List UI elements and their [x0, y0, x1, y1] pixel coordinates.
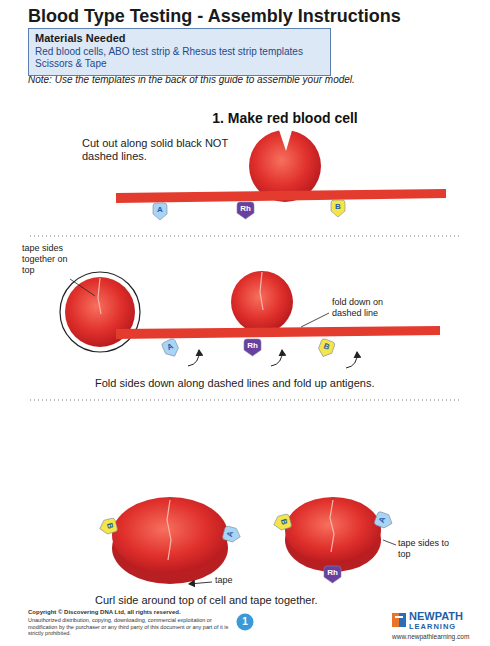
label-text: tape — [215, 575, 255, 586]
node-heading: Rh — [323, 566, 342, 578]
label-text: 1. Make red blood cell — [195, 110, 375, 127]
illustration-rect — [399, 613, 406, 627]
page-number-circle: 1 — [236, 613, 254, 631]
illustration-ellipse — [112, 497, 228, 573]
node-heading: 1 — [236, 613, 254, 631]
label-text: Curl side around top of cell and tape to… — [95, 594, 435, 607]
label-text: Unauthorized distribution, copying, down… — [28, 617, 233, 637]
antigen-tab: Rh — [243, 339, 262, 356]
illustration-polygon — [116, 326, 440, 339]
illustration-polygon — [278, 127, 293, 151]
node-heading: Rh — [236, 202, 255, 214]
illustration-path — [260, 272, 263, 310]
antigen-tab: Rh — [323, 566, 342, 583]
node-heading: B — [330, 200, 346, 212]
tab-outline — [222, 526, 242, 544]
label-text: NEWPATH — [409, 610, 479, 623]
antigen-tab: B — [316, 338, 337, 359]
illustration-circle — [60, 272, 140, 352]
node-heading: A — [152, 203, 168, 215]
antigen-tab: A — [152, 203, 168, 220]
illustration-line — [30, 400, 460, 401]
label-text: LEARNING — [409, 622, 479, 631]
label-text: www.newpathlearning.com — [392, 633, 482, 641]
illustration-rect — [392, 613, 399, 627]
illustration-path — [98, 278, 101, 314]
antigen-tab: Rh — [236, 202, 255, 219]
illustration-path — [167, 500, 171, 560]
illustration-path — [346, 352, 357, 368]
label-text: Note: Use the templates in the back of t… — [28, 74, 468, 86]
illustration-line — [189, 582, 212, 584]
illustration-line — [301, 313, 329, 327]
illustration-line — [383, 540, 396, 545]
tab-outline — [272, 514, 292, 532]
circle-outline — [237, 614, 254, 631]
label-text: Cut out along solid black NOT dashed lin… — [82, 137, 234, 163]
label-text: tape sides together on top — [22, 243, 76, 275]
label-text: tape sides to top — [398, 538, 458, 560]
tab-outline — [244, 339, 261, 356]
tab-outline — [331, 200, 345, 217]
illustration-path — [188, 350, 199, 366]
tab-outline — [161, 338, 181, 359]
illustration-path — [271, 350, 282, 366]
page-title: Blood Type Testing - Assembly Instructio… — [28, 6, 401, 28]
materials-box: Materials NeededRed blood cells, ABO tes… — [28, 28, 331, 76]
tab-outline — [317, 338, 336, 359]
tab-outline — [324, 566, 341, 583]
node-heading: Materials Needed — [35, 32, 324, 46]
tab-outline — [153, 203, 167, 220]
antigen-tab: B — [330, 200, 346, 217]
illustration-ellipse — [285, 497, 381, 563]
illustration-path — [330, 500, 334, 552]
label-text: fold down on dashed line — [332, 297, 410, 319]
node-heading: A — [373, 510, 390, 529]
tab-outline — [98, 518, 118, 536]
node-body: Red blood cells, ABO test strip & Rhesus… — [35, 46, 324, 71]
illustration-polygon — [116, 189, 446, 203]
antigen-tab: A — [160, 337, 182, 359]
tab-outline — [374, 511, 395, 530]
label-text: Fold sides down along dashed lines and f… — [95, 377, 435, 390]
tab-outline — [237, 202, 254, 219]
node-heading: B — [317, 338, 336, 355]
label-text: Copyright © Discovering DNA Ltd, all rig… — [28, 609, 233, 616]
illustration-line — [30, 236, 460, 237]
node-heading: Rh — [243, 339, 262, 351]
node-heading: A — [160, 337, 180, 355]
illustration-rect — [395, 616, 403, 618]
illustration-circle — [231, 271, 293, 333]
illustration-line — [70, 279, 95, 296]
